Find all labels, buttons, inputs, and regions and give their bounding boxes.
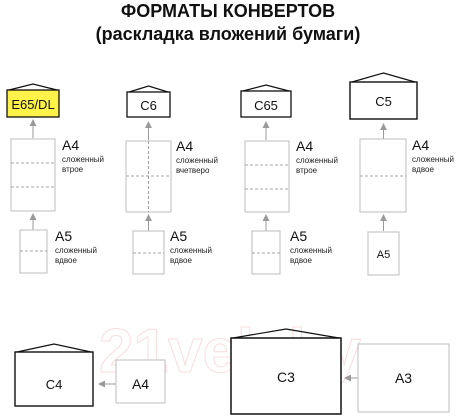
envelope-c65: C65 bbox=[240, 84, 292, 118]
envelope-c5-flap bbox=[351, 72, 416, 83]
sheet-a4-halffold bbox=[359, 138, 407, 213]
envelope-c3-label: C3 bbox=[277, 369, 295, 385]
arrow-c5-upper bbox=[380, 123, 387, 139]
envelope-c3: C3 bbox=[230, 328, 342, 415]
envelope-c6-flap bbox=[128, 85, 169, 93]
envelope-c4-flap bbox=[16, 343, 92, 353]
sheet-format-a5: A5 bbox=[55, 228, 72, 244]
column-c65: C65 A4 сложенный втрое A5 bbox=[240, 84, 338, 275]
envelope-e65-dl: E65/DL bbox=[6, 83, 60, 118]
envelope-c6-body bbox=[126, 91, 171, 118]
sheet-desc-line1: сложенный bbox=[62, 155, 104, 164]
sheet-format-a5: A5 bbox=[170, 228, 187, 244]
sheet-desc-line2: втрое bbox=[296, 166, 318, 175]
sheet-format-a4: A4 bbox=[62, 137, 79, 153]
envelope-c3-flap bbox=[232, 328, 340, 339]
sheet-a4-trifold bbox=[244, 140, 290, 213]
sheet-format-a4: A4 bbox=[412, 137, 429, 153]
sheet-a5-flat: A5 bbox=[367, 231, 400, 276]
sheet-a4-trifold bbox=[10, 138, 56, 212]
sheet-desc-line2: вдвое bbox=[412, 165, 434, 174]
sheet-desc-line1: сложенный bbox=[412, 155, 454, 164]
arrow-e65-dl-upper bbox=[29, 119, 37, 138]
row-c4: C4 A4 bbox=[14, 343, 166, 407]
page-subtitle: (раскладка вложений бумаги) bbox=[96, 24, 361, 44]
envelope-e65-dl-label: E65/DL bbox=[11, 97, 54, 112]
envelope-c5-label: C5 bbox=[375, 94, 392, 109]
envelope-c4: C4 bbox=[14, 343, 94, 407]
arrow-c3 bbox=[344, 374, 358, 382]
arrow-e65-dl-lower bbox=[29, 213, 37, 230]
sheet-format-a3: A3 bbox=[395, 370, 412, 386]
envelope-e65-dl-flap bbox=[8, 83, 58, 91]
sheet-a3-flat: A3 bbox=[357, 343, 450, 413]
arrow-c5-lower bbox=[380, 214, 387, 231]
envelope-c5-body bbox=[349, 81, 418, 120]
envelope-c3-body bbox=[230, 337, 342, 415]
sheet-a5-halffold bbox=[19, 229, 48, 274]
sheet-desc-line2: вдвое bbox=[290, 256, 312, 265]
sheet-a4-flat: A4 bbox=[115, 359, 166, 404]
envelope-c65-body bbox=[240, 90, 292, 118]
row-c3: C3 A3 bbox=[230, 328, 450, 415]
arrow-c65-lower bbox=[262, 214, 270, 231]
envelope-c65-label: C65 bbox=[254, 98, 278, 113]
sheet-a5-halffold bbox=[132, 230, 165, 275]
arrow-c6-lower bbox=[145, 214, 152, 231]
page-title: ФОРМАТЫ КОНВЕРТОВ bbox=[121, 1, 335, 21]
column-e65-dl: E65/DL A4 сложенный втрое A5 bbox=[6, 83, 104, 274]
sheet-desc-line1: сложенный bbox=[170, 246, 212, 255]
sheet-format-a4: A4 bbox=[296, 138, 313, 154]
sheet-desc-line1: сложенный bbox=[176, 156, 218, 165]
arrow-c4 bbox=[98, 380, 116, 388]
arrow-c65-upper bbox=[262, 121, 270, 140]
sheet-desc-line1: сложенный bbox=[296, 156, 338, 165]
sheet-desc-line1: сложенный bbox=[55, 246, 97, 255]
envelope-c4-label: C4 bbox=[46, 377, 63, 392]
sheet-desc-line2: вдвое bbox=[170, 256, 192, 265]
envelope-c4-body bbox=[14, 351, 94, 407]
column-c6: C6 A4 сложенный вчетверо A5 bbox=[125, 85, 218, 275]
sheet-desc-line1: сложенный bbox=[290, 246, 332, 255]
envelope-c5: C5 bbox=[349, 72, 418, 120]
sheet-format-a4: A4 bbox=[132, 376, 149, 392]
sheet-a5-halffold bbox=[251, 230, 281, 275]
arrow-c6-upper bbox=[145, 121, 152, 140]
envelope-e65-dl-body bbox=[6, 89, 60, 118]
sheet-a4-quarterfold bbox=[125, 140, 172, 213]
sheet-desc-line2: втрое bbox=[62, 165, 84, 174]
sheet-format-a4: A4 bbox=[176, 138, 193, 154]
sheet-desc-line2: вдвое bbox=[55, 256, 77, 265]
envelope-c65-flap bbox=[242, 84, 290, 92]
sheet-format-a5: A5 bbox=[290, 228, 307, 244]
envelope-c6-label: C6 bbox=[140, 98, 157, 113]
envelope-c6: C6 bbox=[126, 85, 171, 118]
sheet-format-a5: A5 bbox=[377, 249, 390, 261]
column-c5: C5 A4 сложенный вдвое A5 bbox=[349, 72, 454, 276]
sheet-desc-line2: вчетверо bbox=[176, 166, 210, 175]
